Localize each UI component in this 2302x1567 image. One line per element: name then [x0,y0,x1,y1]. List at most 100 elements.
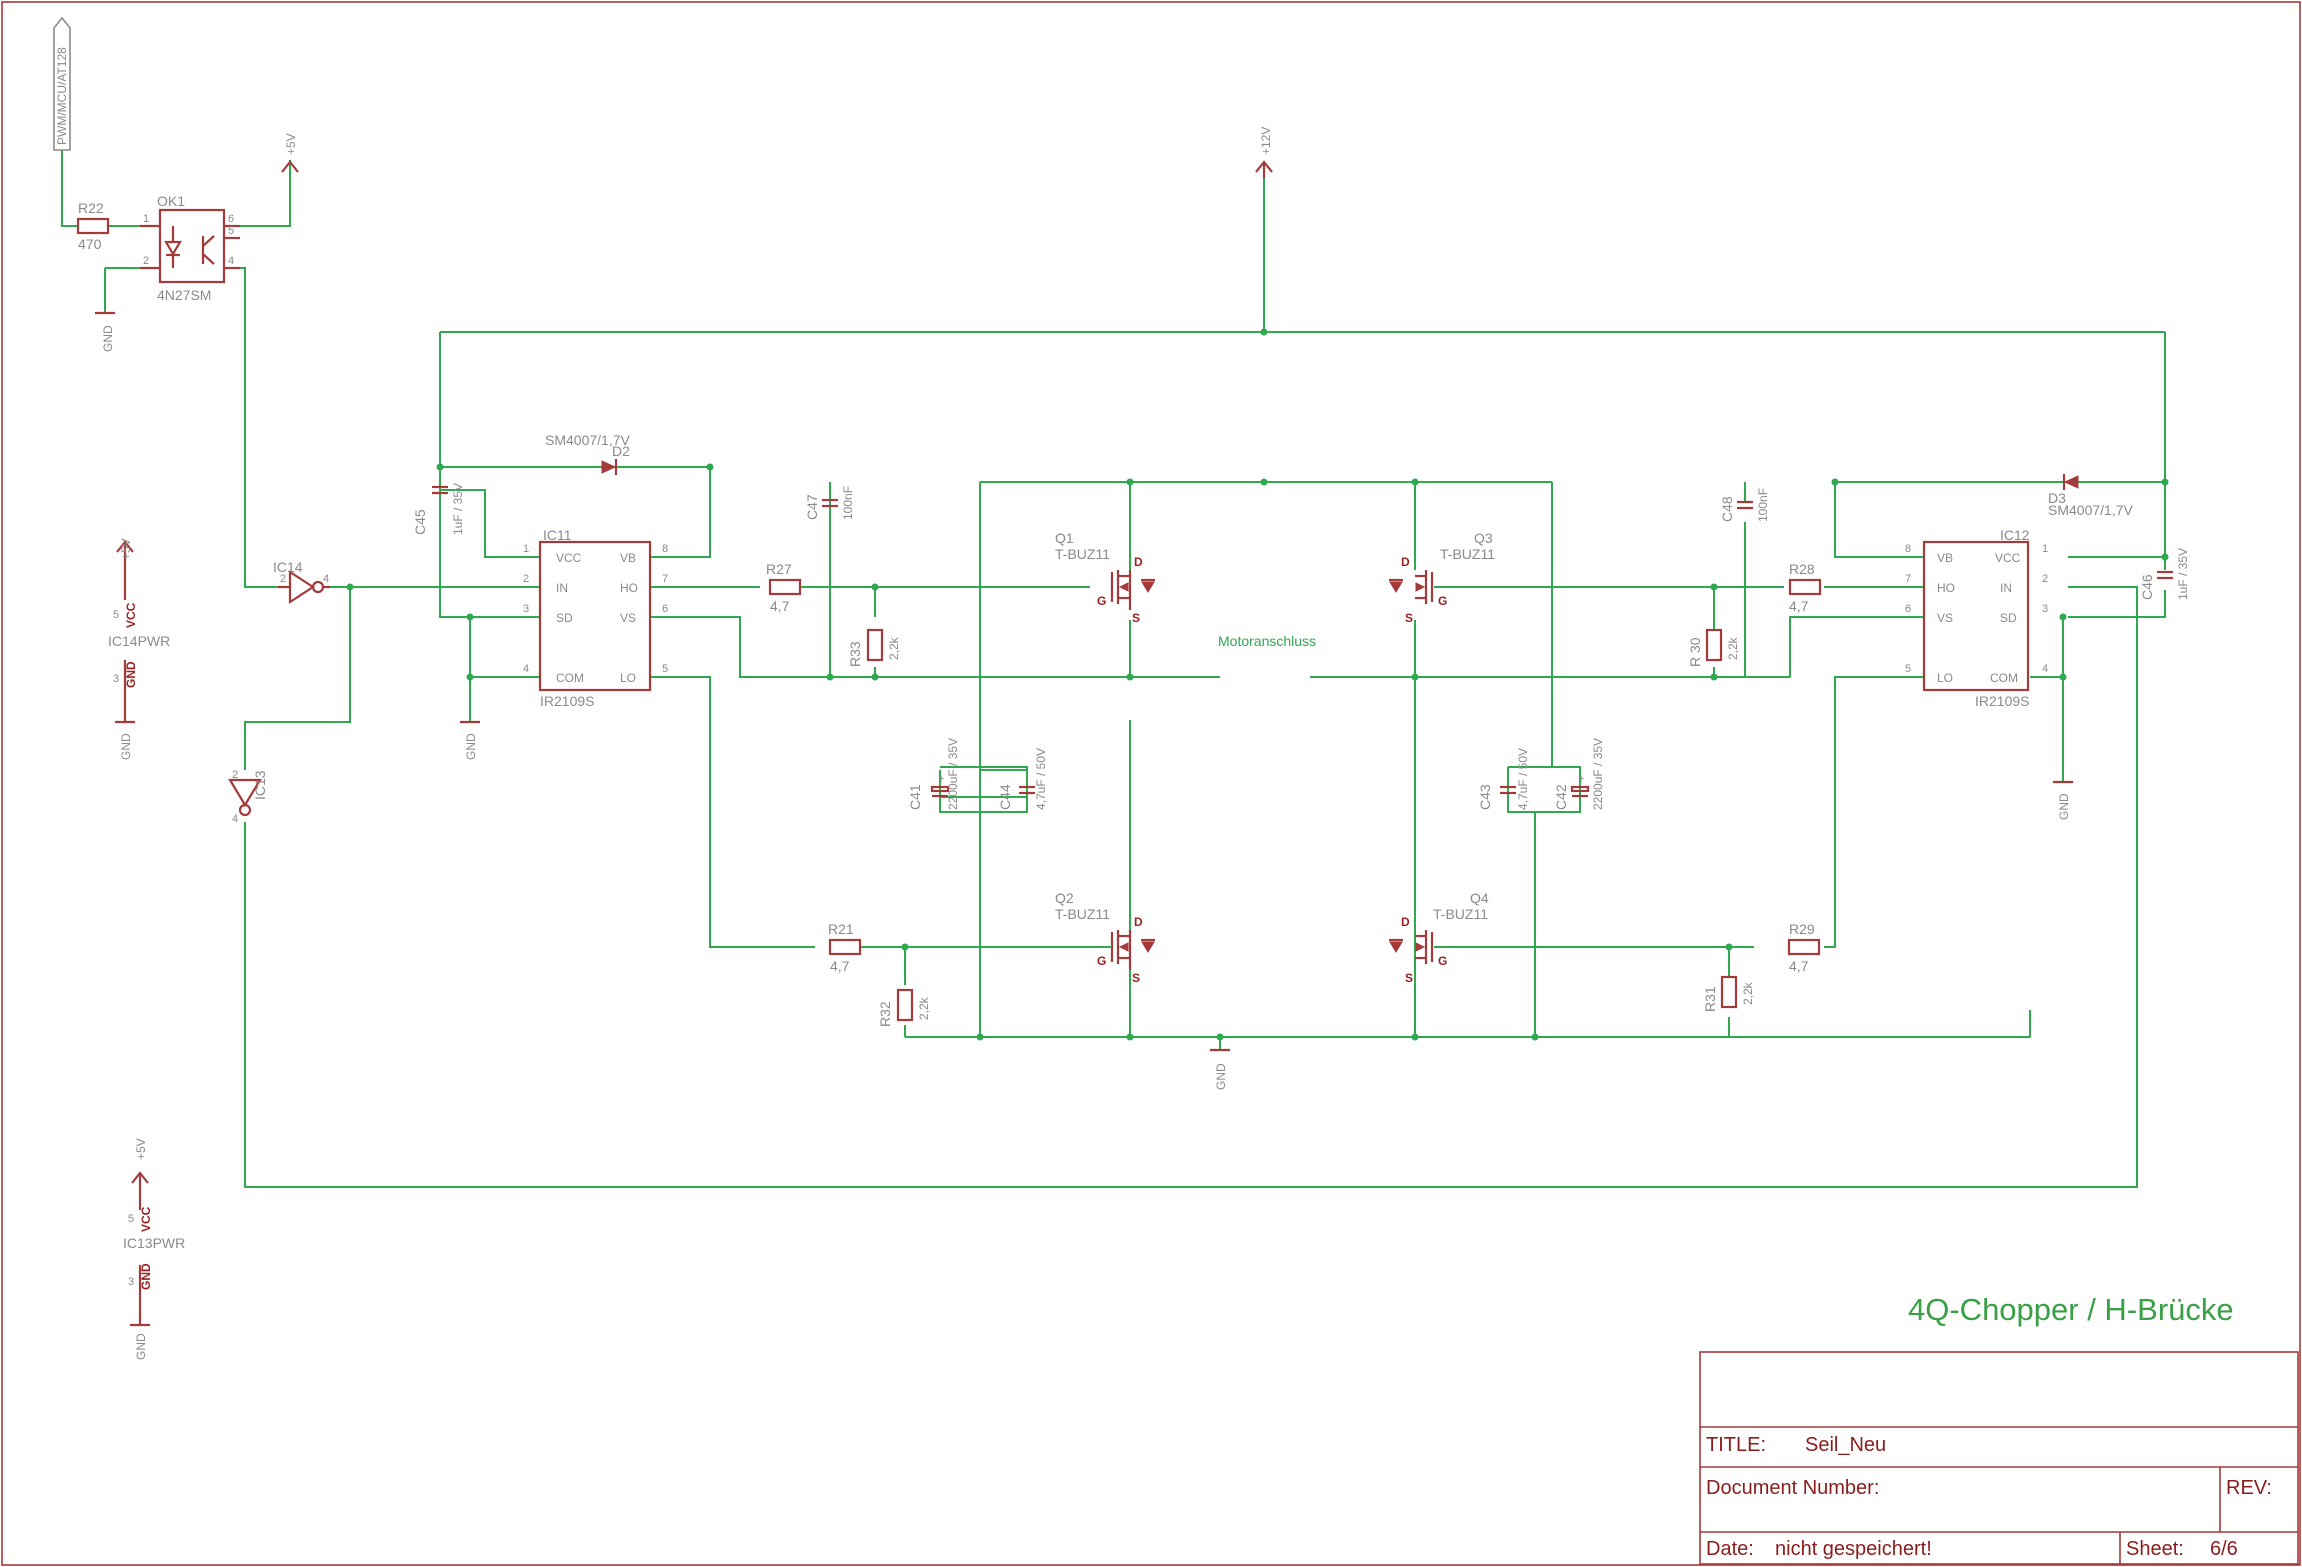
svg-text:2: 2 [280,573,286,585]
svg-text:+12V: +12V [1259,127,1273,155]
resistor-r22: R22 470 [76,200,110,252]
supply-12v: +12V [1255,127,1273,178]
svg-text:2,2k: 2,2k [1741,981,1755,1005]
svg-text:IC13: IC13 [252,770,268,800]
svg-text:HO: HO [1937,581,1955,595]
diode-d3: D3 SM4007/1,7V [2048,474,2133,518]
svg-text:5: 5 [228,225,234,237]
svg-text:7: 7 [1905,573,1911,585]
svg-text:T-BUZ11: T-BUZ11 [1433,906,1488,922]
svg-text:S: S [1132,611,1140,625]
svg-text:5: 5 [1905,663,1911,675]
svg-text:IC14PWR: IC14PWR [108,633,170,649]
svg-text:4,7: 4,7 [770,598,790,614]
svg-text:1: 1 [523,543,529,555]
resistor-r33: R33 2,2k [847,628,901,667]
svg-text:6: 6 [1905,603,1911,615]
svg-text:C41: C41 [907,784,923,810]
mosfet-q3: Q3 T-BUZ11 G D S [1389,530,1495,625]
title-value: Seil_Neu [1805,1434,1886,1456]
svg-text:R 30: R 30 [1687,637,1703,667]
capacitor-c41: + C41 2200uF / 35V [907,738,960,810]
date-value: nicht gespeichert! [1775,1538,1932,1560]
svg-text:3: 3 [2042,603,2048,615]
svg-text:LO: LO [1937,671,1953,685]
svg-text:4: 4 [228,255,234,267]
resistor-r32: R32 2,2k [877,988,931,1027]
gnd-ic11: GND [460,720,480,760]
svg-text:4: 4 [232,813,238,825]
svg-text:T-BUZ11: T-BUZ11 [1055,546,1110,562]
svg-text:HO: HO [620,581,638,595]
svg-text:R31: R31 [1702,986,1718,1012]
svg-text:T-BUZ11: T-BUZ11 [1055,906,1110,922]
svg-text:7: 7 [662,573,668,585]
svg-text:SD: SD [2000,611,2017,625]
svg-text:Q3: Q3 [1474,530,1493,546]
svg-text:D: D [1401,915,1410,929]
svg-text:1: 1 [2042,543,2048,555]
svg-text:6: 6 [662,603,668,615]
svg-text:OK1: OK1 [157,193,185,209]
svg-text:VCC: VCC [124,602,138,628]
svg-text:C46: C46 [2139,574,2155,600]
resistor-r28: R28 4,7 [1788,561,1822,614]
svg-text:PWM/MCU/AT128: PWM/MCU/AT128 [55,47,69,145]
svg-text:IC13PWR: IC13PWR [123,1235,185,1251]
svg-text:+5V: +5V [284,133,298,155]
svg-text:4,7: 4,7 [1789,598,1809,614]
svg-text:S: S [1405,611,1413,625]
capacitor-c46: C46 1uF / 35V [2139,548,2190,600]
svg-text:8: 8 [1905,543,1911,555]
svg-text:8: 8 [662,543,668,555]
svg-text:2200uF / 35V: 2200uF / 35V [946,738,960,810]
svg-text:COM: COM [556,671,584,685]
svg-text:4,7: 4,7 [830,958,850,974]
wires [61,150,2166,1188]
svg-text:VB: VB [620,551,636,565]
svg-text:R32: R32 [877,1001,893,1027]
svg-text:1uF / 35V: 1uF / 35V [2176,548,2190,600]
svg-text:4: 4 [323,573,329,585]
diode-d2: SM4007/1,7V D2 [545,432,630,475]
svg-text:+5V: +5V [119,538,133,560]
power-ic14pwr: +5V 5 VCC IC14PWR 3 GND GND [108,538,170,760]
svg-text:SM4007/1,7V: SM4007/1,7V [545,432,630,448]
resistor-r21: R21 4,7 [828,921,862,974]
svg-text:VS: VS [620,611,636,625]
svg-text:100nF: 100nF [1756,488,1770,522]
capacitor-c42: + C42 2200uF / 35V [1553,738,1605,810]
capacitor-c45: C45 1uF / 35V [412,483,465,535]
svg-text:VCC: VCC [556,551,582,565]
svg-text:R29: R29 [1789,921,1815,937]
svg-text:GND: GND [101,325,115,352]
power-ic13pwr: +5V 5 VCC IC13PWR 3 GND GND [123,1138,185,1360]
svg-text:1uF / 35V: 1uF / 35V [451,483,465,535]
svg-text:C45: C45 [412,509,428,535]
svg-text:3: 3 [128,1276,134,1288]
resistor-r30: R 30 2,2k [1687,628,1740,667]
driver-ic12: IC12 IR2109S 8 7 6 5 1 2 3 4 VB HO VS LO… [1905,527,2048,709]
svg-text:2,2k: 2,2k [917,996,931,1020]
gnd-bridge: GND [1210,1048,1230,1090]
svg-text:470: 470 [78,236,102,252]
svg-text:4,7: 4,7 [1789,958,1809,974]
svg-text:S: S [1405,971,1413,985]
svg-text:R33: R33 [847,641,863,667]
svg-text:R27: R27 [766,561,792,577]
svg-text:IC14: IC14 [273,559,303,575]
mosfet-q1: Q1 T-BUZ11 G D S [1055,530,1155,625]
svg-text:C47: C47 [804,494,820,520]
motor-connection-label: Motoranschluss [1218,633,1316,649]
svg-text:GND: GND [119,733,133,760]
svg-text:4: 4 [523,663,529,675]
resistor-r27: R27 4,7 [766,561,802,614]
svg-text:2: 2 [143,255,149,267]
svg-text:IN: IN [2000,581,2012,595]
svg-text:5: 5 [128,1213,134,1225]
svg-text:R28: R28 [1789,561,1815,577]
mosfet-q2: Q2 T-BUZ11 G D S [1055,890,1155,985]
svg-text:GND: GND [464,733,478,760]
svg-text:GND: GND [124,661,138,688]
